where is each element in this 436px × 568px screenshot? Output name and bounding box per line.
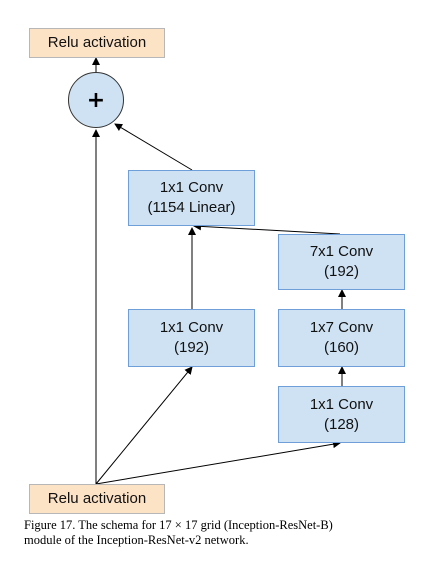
arrow-linear-to-plus [114, 123, 193, 171]
relu-activation-top-label: Relu activation [47, 34, 147, 51]
conv-1x1-right-filters: (128) [323, 415, 360, 433]
conv-7x1: 7x1 Conv (192) [278, 234, 405, 290]
caption-line-1: Figure 17. The schema for 17 × 17 grid (… [24, 518, 333, 532]
arrow-relu-to-left-conv [95, 366, 193, 485]
caption-line-2: module of the Inception-ResNet-v2 networ… [24, 533, 249, 547]
conv-1x1-linear-title: 1x1 Conv [159, 179, 224, 196]
conv-7x1-title: 7x1 Conv [309, 243, 374, 260]
relu-activation-bottom-label: Relu activation [47, 490, 147, 507]
plus-icon: + [86, 87, 106, 113]
sum-node: + [68, 72, 124, 128]
relu-activation-top: Relu activation [29, 28, 165, 58]
conv-7x1-filters: (192) [323, 263, 360, 280]
arrows [92, 57, 346, 485]
diagram: Relu activation + 1x1 Conv (1154 Linear)… [29, 28, 405, 514]
conv-1x1-right-title: 1x1 Conv [309, 395, 374, 413]
conv-1x1-left: 1x1 Conv (192) [128, 309, 255, 367]
figure-caption: Figure 17. The schema for 17 × 17 grid (… [24, 518, 424, 548]
conv-1x1-linear-filters: (1154 Linear) [147, 199, 236, 216]
conv-1x7-filters: (160) [323, 339, 360, 356]
relu-activation-bottom: Relu activation [29, 484, 165, 514]
conv-1x1-right: 1x1 Conv (128) [278, 386, 405, 443]
conv-1x1-linear: 1x1 Conv (1154 Linear) [128, 170, 255, 226]
conv-1x1-left-filters: (192) [173, 339, 210, 356]
arrow-relu-to-right-conv [95, 440, 341, 485]
conv-1x7-title: 1x7 Conv [309, 319, 374, 336]
conv-1x7: 1x7 Conv (160) [278, 309, 405, 367]
conv-1x1-left-title: 1x1 Conv [159, 319, 224, 336]
arrow-7x1-to-linear [193, 222, 341, 235]
